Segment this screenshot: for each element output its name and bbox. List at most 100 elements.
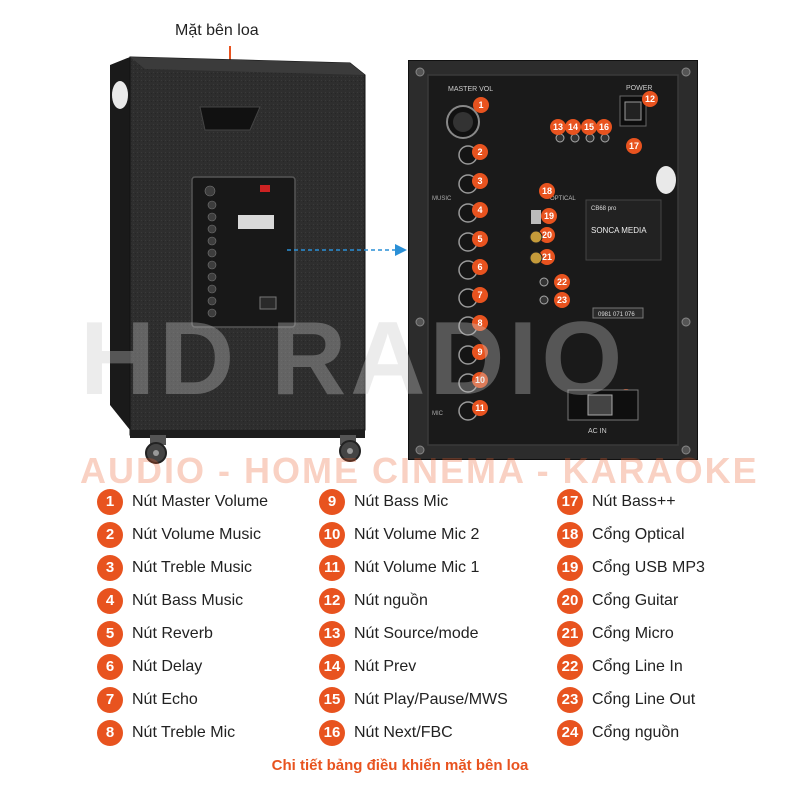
legend-number: 16 xyxy=(319,719,345,746)
svg-text:2: 2 xyxy=(477,147,482,157)
svg-text:23: 23 xyxy=(557,295,567,305)
legend-number: 1 xyxy=(97,488,123,515)
legend-item: 20 Cổng Guitar xyxy=(557,584,705,617)
legend-label: Nút Prev xyxy=(354,657,417,675)
legend-number: 19 xyxy=(557,554,583,581)
optical-label: OPTICAL xyxy=(550,196,576,202)
legend-item: 3 Nút Treble Music xyxy=(97,551,268,584)
svg-text:3: 3 xyxy=(477,176,482,186)
ac-in-label: AC IN xyxy=(588,428,607,435)
legend-number: 11 xyxy=(319,554,345,581)
legend-item: 23 Cổng Line Out xyxy=(557,683,705,716)
legend-label: Nút Volume Music xyxy=(132,525,261,543)
svg-text:21: 21 xyxy=(542,252,552,262)
legend-item: 17 Nút Bass++ xyxy=(557,485,705,518)
legend-number: 24 xyxy=(557,719,583,746)
legend-item: 22 Cổng Line In xyxy=(557,650,705,683)
legend-label: Cổng Optical xyxy=(592,525,685,543)
svg-text:12: 12 xyxy=(645,94,655,104)
legend-label: Nút Echo xyxy=(132,690,198,708)
mic-label: MIC xyxy=(432,411,444,417)
legend-label: Cổng USB MP3 xyxy=(592,558,705,576)
legend-label: Cổng Guitar xyxy=(592,591,679,609)
legend-number: 12 xyxy=(319,587,345,614)
svg-text:19: 19 xyxy=(544,211,554,221)
legend-label: Nút Treble Music xyxy=(132,558,253,576)
legend-number: 18 xyxy=(557,521,583,548)
legend-label: Cổng nguồn xyxy=(592,723,680,741)
svg-text:10: 10 xyxy=(475,375,485,385)
svg-text:22: 22 xyxy=(557,277,567,287)
legend-number: 15 xyxy=(319,686,345,713)
legend-item: 21 Cổng Micro xyxy=(557,617,705,650)
svg-text:18: 18 xyxy=(542,186,552,196)
legend-item: 6 Nút Delay xyxy=(97,650,268,683)
legend-item: 10 Nút Volume Mic 2 xyxy=(319,518,508,551)
svg-text:4: 4 xyxy=(477,205,482,215)
brand-label: SONCA MEDIA xyxy=(591,226,647,235)
legend-number: 4 xyxy=(97,587,123,614)
legend-number: 22 xyxy=(557,653,583,680)
legend-item: 2 Nút Volume Music xyxy=(97,518,268,551)
legend-label: Nút Play/Pause/MWS xyxy=(354,690,508,708)
legend-item: 4 Nút Bass Music xyxy=(97,584,268,617)
svg-text:11: 11 xyxy=(475,403,485,413)
svg-text:9: 9 xyxy=(477,347,482,357)
legend-label: Cổng Line In xyxy=(592,657,683,675)
legend-label: Nút Bass Music xyxy=(132,591,244,609)
legend-number: 8 xyxy=(97,719,123,746)
svg-text:14: 14 xyxy=(568,122,578,132)
legend-number: 6 xyxy=(97,653,123,680)
caption: Chi tiết bảng điều khiển mặt bên loa xyxy=(271,757,529,774)
legend-label: Nút Master Volume xyxy=(132,492,269,510)
legend-item: 1 Nút Master Volume xyxy=(97,485,268,518)
hotline-label: 0981 071 076 xyxy=(598,312,635,318)
legend-item: 5 Nút Reverb xyxy=(97,617,268,650)
wheel-right xyxy=(339,435,361,462)
svg-text:16: 16 xyxy=(599,122,609,132)
zoom-arrow xyxy=(287,244,407,256)
legend-number: 2 xyxy=(97,521,123,548)
control-panel: MASTER VOL POWER MUSIC MIC OPTICAL AC IN… xyxy=(408,60,698,460)
legend-item: 18 Cổng Optical xyxy=(557,518,705,551)
wheel-left xyxy=(145,435,167,464)
svg-text:1: 1 xyxy=(478,100,483,110)
svg-text:13: 13 xyxy=(553,122,563,132)
master-vol-label: MASTER VOL xyxy=(448,86,493,93)
legend-item: 16 Nút Next/FBC xyxy=(319,716,508,749)
legend-label: Nút Delay xyxy=(132,657,203,675)
svg-text:5: 5 xyxy=(477,234,482,244)
legend-label: Nút Reverb xyxy=(132,624,213,642)
legend-label: Nút Volume Mic 2 xyxy=(354,525,480,543)
legend-number: 9 xyxy=(319,488,345,515)
legend-number: 3 xyxy=(97,554,123,581)
legend-label: Nút nguồn xyxy=(354,591,428,609)
legend-number: 10 xyxy=(319,521,345,548)
svg-text:20: 20 xyxy=(542,230,552,240)
model-label: CB68 pro xyxy=(591,206,617,212)
power-label: POWER xyxy=(626,85,652,92)
legend-label: Nút Bass++ xyxy=(592,492,676,510)
svg-text:15: 15 xyxy=(584,122,594,132)
legend-label: Cổng Micro xyxy=(592,624,674,642)
svg-text:17: 17 xyxy=(629,141,639,151)
legend-number: 13 xyxy=(319,620,345,647)
legend-item: 15 Nút Play/Pause/MWS xyxy=(319,683,508,716)
legend-column-3: 17 Nút Bass++ 18 Cổng Optical 19 Cổng USB M… xyxy=(557,485,705,749)
music-label: MUSIC xyxy=(432,196,452,202)
legend-number: 20 xyxy=(557,587,583,614)
legend-item: 24 Cổng nguồn xyxy=(557,716,705,749)
legend-number: 5 xyxy=(97,620,123,647)
legend-number: 21 xyxy=(557,620,583,647)
legend-number: 23 xyxy=(557,686,583,713)
legend-number: 17 xyxy=(557,488,583,515)
legend-label: Nút Next/FBC xyxy=(354,723,453,741)
legend-label: Cổng Line Out xyxy=(592,690,696,708)
